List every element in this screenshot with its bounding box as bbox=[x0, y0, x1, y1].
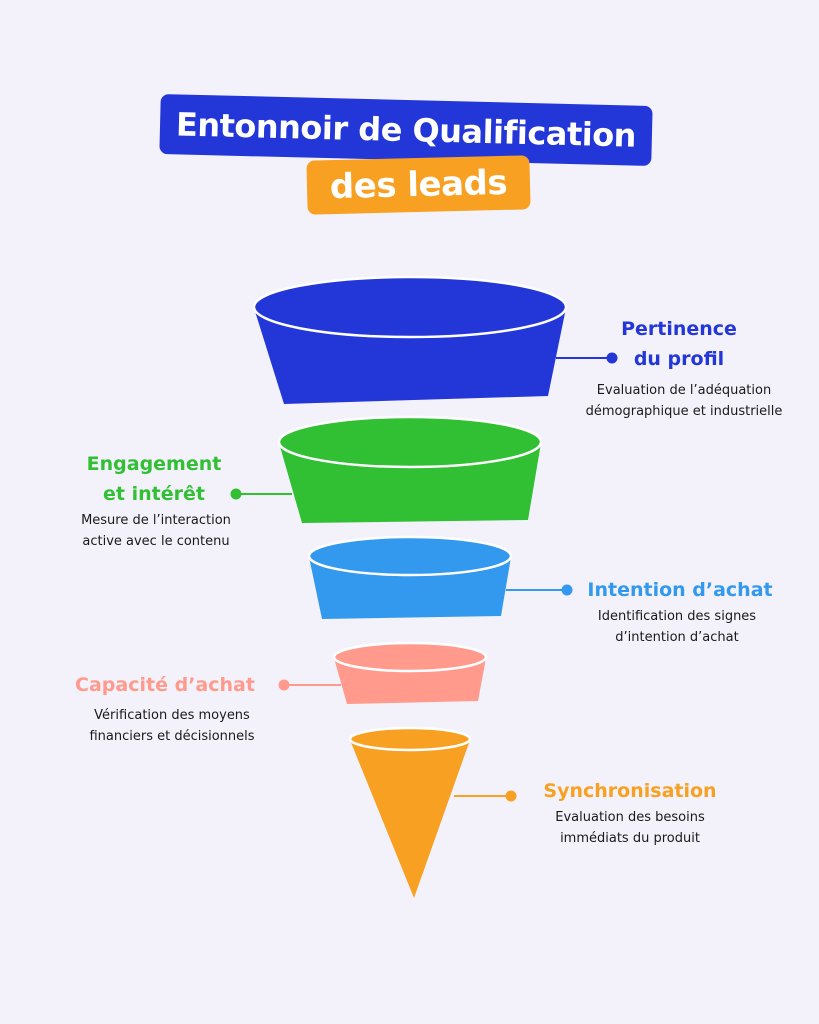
stage-4-description: Vérification des moyens financiers et dé… bbox=[89, 708, 255, 744]
stage-2-title: Engagement et intérêt bbox=[86, 453, 222, 505]
stage-5-title: Synchronisation bbox=[543, 780, 717, 802]
connector-dot-5 bbox=[505, 790, 517, 802]
connector-dot-2 bbox=[230, 488, 242, 500]
stage-4-title: Capacité d’achat bbox=[75, 674, 255, 696]
funnel-segment-1 bbox=[252, 275, 618, 404]
funnel-segment-5 bbox=[348, 726, 517, 898]
stage-3-title: Intention d’achat bbox=[587, 579, 773, 601]
funnel-segment-4 bbox=[278, 641, 488, 704]
stage-1-description: Evaluation de l’adéquation démographique… bbox=[585, 383, 783, 419]
connector-dot-4 bbox=[278, 679, 290, 691]
stage-2-description: Mesure de l’interaction active avec le c… bbox=[81, 513, 231, 549]
connector-dot-3 bbox=[561, 584, 573, 596]
connector-dot-1 bbox=[606, 352, 618, 364]
stage-1-title: Pertinence du profil bbox=[621, 318, 737, 370]
stage-5-description: Evaluation des besoins immédiats du prod… bbox=[555, 810, 705, 846]
funnel-segment-2 bbox=[230, 415, 543, 523]
stage-3-description: Identification des signes d’intention d’… bbox=[597, 609, 757, 645]
funnel-segment-3 bbox=[307, 535, 573, 619]
